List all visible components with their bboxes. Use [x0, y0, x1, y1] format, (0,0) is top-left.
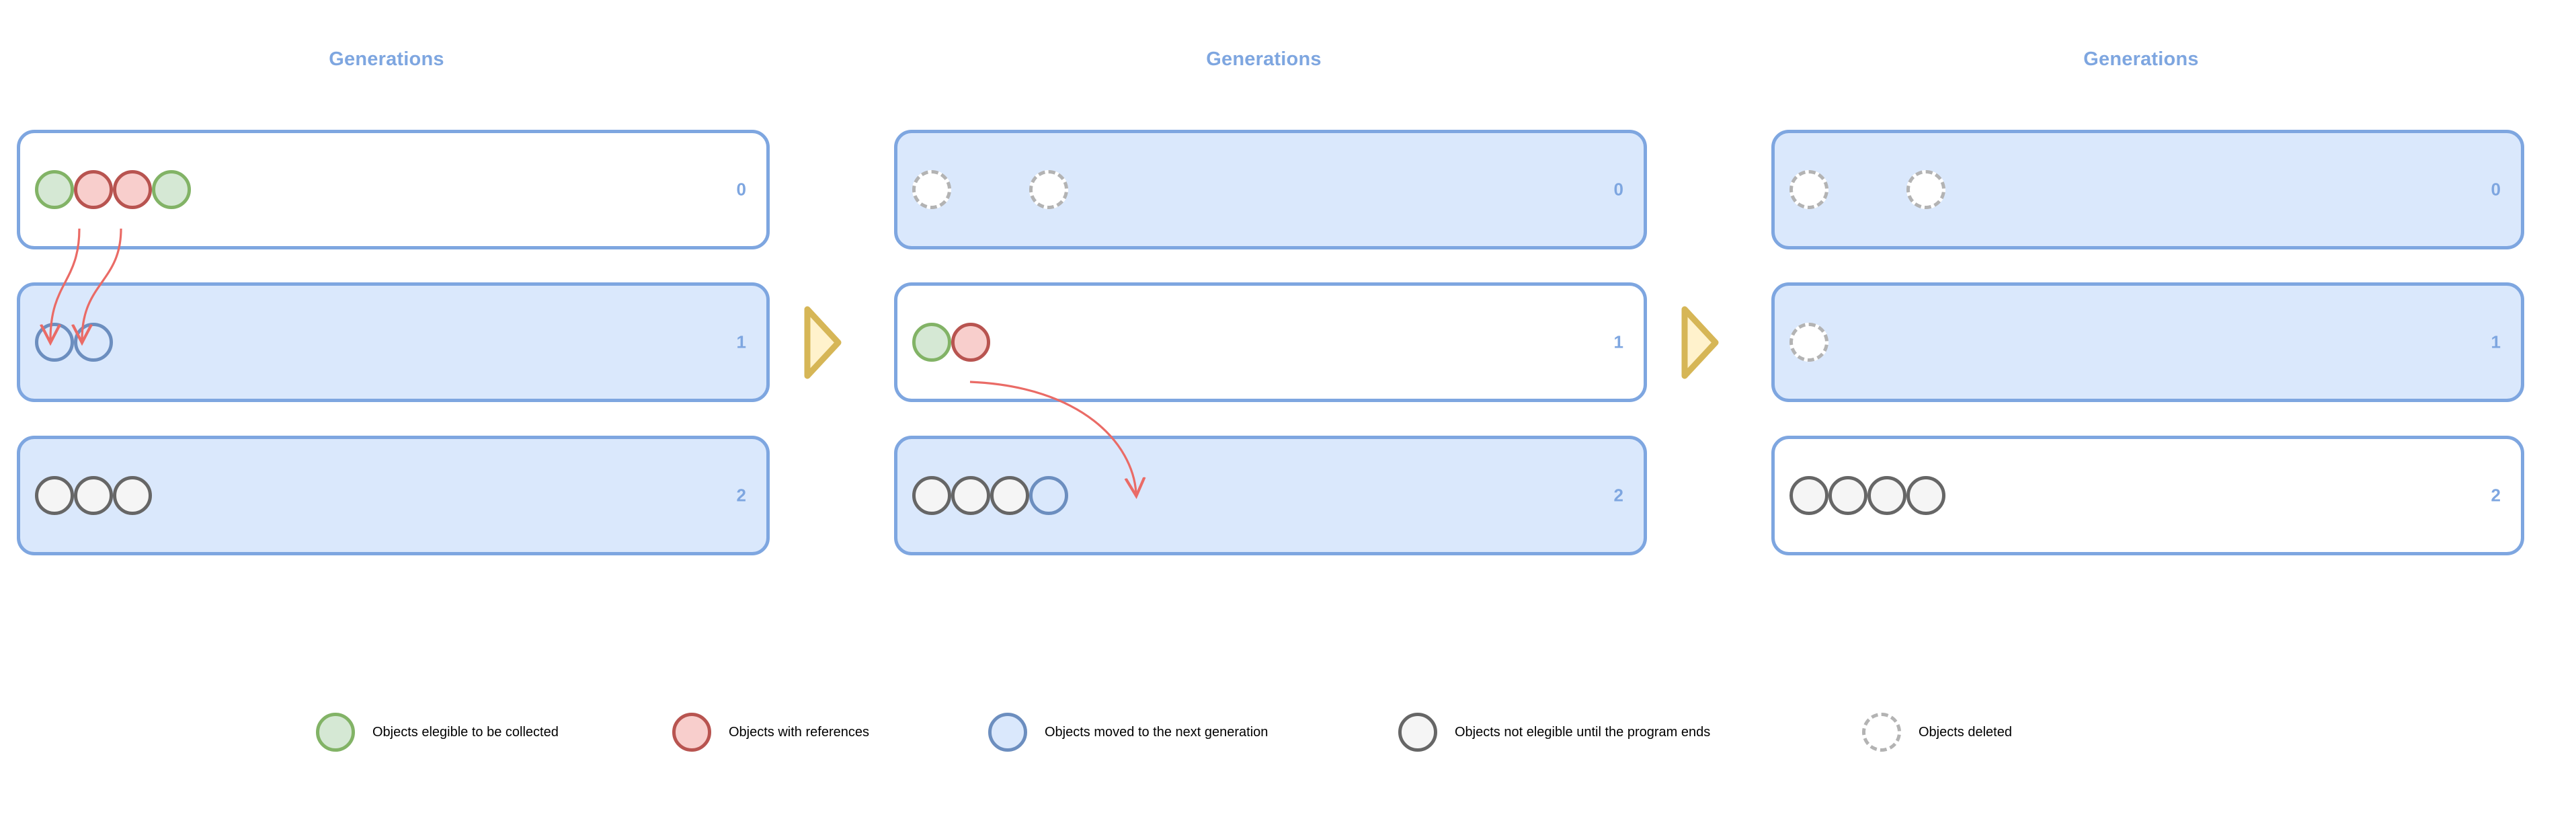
- legend-item: Objects not elegible until the program e…: [1398, 713, 1710, 752]
- legend-label: Objects deleted: [1919, 724, 2012, 740]
- generation-row-0[interactable]: 0: [1771, 130, 2524, 249]
- generation-index-label: 0: [736, 179, 746, 200]
- generation-row-1[interactable]: 1: [17, 282, 770, 402]
- object-retained-circle-icon[interactable]: [1789, 476, 1828, 515]
- legend-label: Objects not elegible until the program e…: [1455, 724, 1711, 740]
- object-retained-circle-icon[interactable]: [912, 476, 951, 515]
- object-retained-circle-icon[interactable]: [1867, 476, 1906, 515]
- object-promoted-circle-icon[interactable]: [74, 323, 113, 362]
- generation-row-1[interactable]: 1: [894, 282, 1647, 402]
- legend-item: Objects with references: [672, 713, 869, 752]
- object-deleted-circle-icon[interactable]: [912, 170, 951, 209]
- object-deleted-circle-icon[interactable]: [1906, 170, 1945, 209]
- legend-label: Objects with references: [729, 724, 869, 740]
- object-strip: [35, 170, 191, 209]
- legend-swatch-green-icon: [316, 713, 355, 752]
- object-retained-circle-icon[interactable]: [35, 476, 74, 515]
- object-eligible-circle-icon[interactable]: [912, 323, 951, 362]
- object-strip: [35, 323, 113, 362]
- generation-index-label: 2: [2491, 485, 2501, 506]
- generation-row-1[interactable]: 1: [1771, 282, 2524, 402]
- legend-swatch-ghost-icon: [1862, 713, 1901, 752]
- panel-after-gen1-collection: Generations 0 1 2: [1755, 0, 2528, 645]
- object-referenced-circle-icon[interactable]: [951, 323, 990, 362]
- legend-label: Objects elegible to be collected: [372, 724, 559, 740]
- generation-index-label: 2: [1613, 485, 1623, 506]
- object-retained-circle-icon[interactable]: [1906, 476, 1945, 515]
- generation-index-label: 1: [2491, 331, 2501, 352]
- object-eligible-circle-icon[interactable]: [152, 170, 191, 209]
- panel-title: Generations: [2083, 48, 2199, 70]
- next-step-arrow-icon: [802, 304, 844, 381]
- panel-title: Generations: [329, 48, 444, 70]
- object-deleted-circle-icon[interactable]: [1789, 170, 1828, 209]
- legend-swatch-red-icon: [672, 713, 711, 752]
- panel-after-gen0-collection: Generations 0 1 2: [877, 0, 1650, 645]
- generation-index-label: 1: [736, 331, 746, 352]
- object-promoted-circle-icon[interactable]: [1029, 476, 1068, 515]
- object-strip: [912, 170, 1068, 209]
- object-deleted-circle-icon[interactable]: [1789, 323, 1828, 362]
- generation-row-0[interactable]: 0: [894, 130, 1647, 249]
- generation-index-label: 0: [1613, 179, 1623, 200]
- legend-item: Objects elegible to be collected: [316, 713, 559, 752]
- generation-row-2[interactable]: 2: [1771, 436, 2524, 555]
- object-eligible-circle-icon[interactable]: [35, 170, 74, 209]
- generation-row-2[interactable]: 2: [17, 436, 770, 555]
- object-retained-circle-icon[interactable]: [1828, 476, 1867, 515]
- legend-swatch-gray-icon: [1398, 713, 1437, 752]
- object-strip: [1789, 476, 1945, 515]
- generation-index-label: 0: [2491, 179, 2501, 200]
- legend-item: Objects deleted: [1862, 713, 2012, 752]
- object-referenced-circle-icon[interactable]: [113, 170, 152, 209]
- object-strip: [912, 476, 1068, 515]
- object-slot-empty: [951, 170, 990, 209]
- legend-label: Objects moved to the next generation: [1045, 724, 1269, 740]
- object-slot-empty: [990, 170, 1029, 209]
- generation-row-0[interactable]: 0: [17, 130, 770, 249]
- panel-initial: Generations 0 1 2: [0, 0, 773, 645]
- object-retained-circle-icon[interactable]: [113, 476, 152, 515]
- object-strip: [1789, 170, 1945, 209]
- generation-index-label: 2: [736, 485, 746, 506]
- object-slot-empty: [1828, 170, 1867, 209]
- object-retained-circle-icon[interactable]: [74, 476, 113, 515]
- object-strip: [912, 323, 990, 362]
- object-slot-empty: [1867, 170, 1906, 209]
- panel-title: Generations: [1206, 48, 1322, 70]
- generation-row-2[interactable]: 2: [894, 436, 1647, 555]
- generation-index-label: 1: [1613, 331, 1623, 352]
- legend-item: Objects moved to the next generation: [988, 713, 1268, 752]
- next-step-arrow-icon: [1679, 304, 1721, 381]
- object-retained-circle-icon[interactable]: [951, 476, 990, 515]
- legend-swatch-blue-icon: [988, 713, 1027, 752]
- object-deleted-circle-icon[interactable]: [1029, 170, 1068, 209]
- legend: Objects elegible to be collected Objects …: [0, 713, 2576, 787]
- object-referenced-circle-icon[interactable]: [74, 170, 113, 209]
- object-promoted-circle-icon[interactable]: [35, 323, 74, 362]
- object-retained-circle-icon[interactable]: [990, 476, 1029, 515]
- object-strip: [1789, 323, 1828, 362]
- object-strip: [35, 476, 152, 515]
